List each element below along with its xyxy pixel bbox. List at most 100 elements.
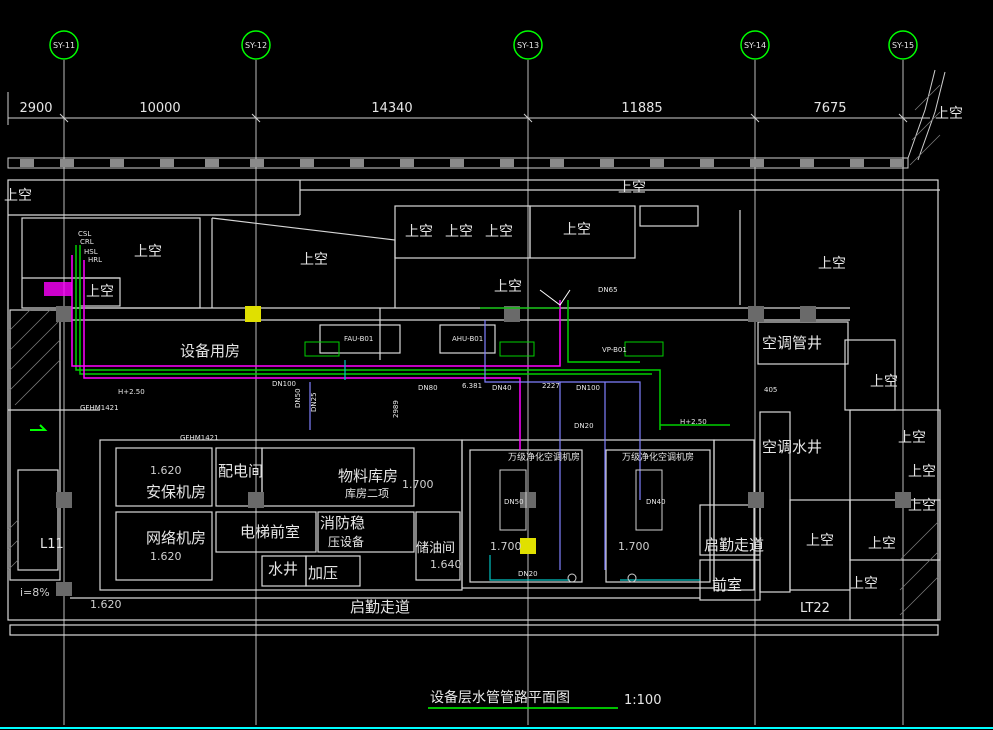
- room-fire-pump-2: 压设备: [328, 535, 364, 549]
- room-network: 网络机房: [146, 529, 206, 547]
- level-mark: 1.620: [90, 598, 122, 611]
- walls: [7, 179, 941, 636]
- room-warehouse-2: 库房二项: [345, 487, 389, 500]
- void-label: 上空: [134, 244, 162, 260]
- pipe-label-crl: CRL: [80, 238, 94, 246]
- door-gfhm: GFHM1421: [80, 404, 119, 412]
- void-label: 上空: [485, 224, 513, 240]
- room-oil: 储油间: [416, 541, 455, 556]
- equipment-vp: VP-B01: [602, 346, 627, 354]
- dimension-text: 11885: [621, 101, 662, 116]
- drawing-title-block: 设备层水管管路平面图 1:100: [428, 689, 661, 709]
- door-gfhm-2: GFHM1421: [180, 434, 219, 442]
- room-equipment: 设备用房: [180, 342, 240, 360]
- column-highlight: [520, 538, 536, 554]
- pipe-dn25-vertical: DN25: [310, 392, 318, 412]
- void-label: 上空: [300, 252, 328, 268]
- level-marks: 1.620 1.620 1.620 1.700 1.700 1.700 1.64…: [20, 464, 650, 611]
- level-mark: 1.700: [402, 478, 434, 491]
- void-label: 上空: [818, 256, 846, 272]
- void-label: 上空: [935, 106, 963, 122]
- room-evac-corridor-2: 启勤走道: [704, 536, 764, 554]
- room-ac-water-shaft: 空调水井: [762, 438, 822, 456]
- dim-2989: 2989: [392, 400, 400, 418]
- dimension-text: 14340: [371, 101, 412, 116]
- elevation-h250: H+2.50: [118, 388, 145, 396]
- pipe-dn65: DN65: [598, 286, 618, 294]
- level-mark: 1.700: [618, 540, 650, 553]
- void-label: 上空: [86, 284, 114, 300]
- room-front: 前室: [712, 576, 742, 594]
- axis-label: SY-12: [245, 41, 267, 50]
- pipe-label-hrl: HRL: [88, 256, 102, 264]
- dimension-text: 10000: [139, 101, 180, 116]
- dim-2227: 2227: [542, 382, 560, 390]
- dimension-text: 7675: [813, 101, 846, 116]
- void-label: 上空: [806, 533, 834, 549]
- pipe-dn80: DN80: [418, 384, 438, 392]
- void-label: 上空: [908, 464, 936, 480]
- axis-bubble-sy12: SY-12: [241, 30, 271, 60]
- room-water-well: 水井: [268, 560, 298, 578]
- pipes: [71, 245, 730, 581]
- room-l11: L11: [40, 537, 64, 552]
- room-power: 配电间: [218, 462, 263, 480]
- dim-405: 405: [764, 386, 777, 394]
- equipment-ahu: AHU-B01: [452, 335, 483, 343]
- room-purify-ac: 万级净化空调机房: [508, 451, 580, 463]
- column-highlight: [245, 306, 261, 322]
- pipe-dn50-vertical: DN50: [294, 388, 302, 408]
- void-label: 上空: [618, 180, 646, 196]
- level-mark: 1.640: [430, 558, 462, 571]
- void-label: 上空: [445, 224, 473, 240]
- room-purify-ac-2: 万级净化空调机房: [622, 451, 694, 463]
- pipe-dn40: DN40: [492, 384, 512, 392]
- axis-bubble-sy15: SY-15: [888, 30, 918, 60]
- axis-bubbles: SY-11 SY-12 SY-13 SY-14 SY-15: [49, 30, 918, 60]
- equipment-fau: FAU-B01: [344, 335, 373, 343]
- void-label: 上空: [494, 279, 522, 295]
- elevation-h250-2: H+2.50: [680, 418, 707, 426]
- room-warehouse: 物料库房: [338, 467, 398, 485]
- room-pressurize: 加压: [308, 564, 338, 582]
- axis-label: SY-15: [892, 41, 914, 50]
- room-ac-pipe-shaft: 空调管井: [762, 334, 822, 352]
- pipe-dn50: DN50: [504, 498, 524, 506]
- dimension-text: 2900: [19, 101, 52, 116]
- pipe-dn20-2: DN20: [574, 422, 594, 430]
- void-label: 上空: [868, 536, 896, 552]
- axis-label: SY-11: [53, 41, 75, 50]
- axis-bubble-sy13: SY-13: [513, 30, 543, 60]
- room-lt22: LT22: [800, 601, 830, 616]
- top-beam-strip: [7, 69, 946, 169]
- pipe-dn100-2: DN100: [576, 384, 600, 392]
- columns: [56, 306, 911, 596]
- drawing-scale: 1:100: [624, 693, 661, 708]
- axis-label: SY-14: [744, 41, 766, 50]
- level-mark: 1.620: [150, 550, 182, 563]
- elevation-6381: 6.381: [462, 382, 482, 390]
- pipe-dn40-2: DN40: [646, 498, 666, 506]
- pipe-label-hsl: HSL: [84, 248, 98, 256]
- pipe-label-csl: CSL: [78, 230, 91, 238]
- void-label: 上空: [850, 576, 878, 592]
- axis-label: SY-13: [517, 41, 539, 50]
- void-labels: 上空 上空 上空 上空 上空 上空 上空 上空 上空 上空 上空 上空 上空 上…: [4, 106, 963, 592]
- equipment-symbols: [304, 341, 664, 583]
- wall-hatching: [7, 84, 941, 616]
- axis-lines: [63, 60, 904, 725]
- slope-mark: i=8%: [20, 586, 50, 599]
- void-label: 上空: [4, 188, 32, 204]
- axis-bubble-sy14: SY-14: [740, 30, 770, 60]
- pipe-dn100: DN100: [272, 380, 296, 388]
- pipe-dn20: DN20: [518, 570, 538, 578]
- void-label: 上空: [908, 498, 936, 514]
- pipe-highlights: [44, 282, 72, 296]
- void-label: 上空: [898, 430, 926, 446]
- room-evac-corridor: 启勤走道: [350, 598, 410, 616]
- axis-bubble-sy11: SY-11: [49, 30, 79, 60]
- pipe-annotations: CSL CRL HSL HRL FAU-B01 AHU-B01 VP-B01 D…: [78, 230, 777, 578]
- green-arrow-marker: [30, 424, 48, 431]
